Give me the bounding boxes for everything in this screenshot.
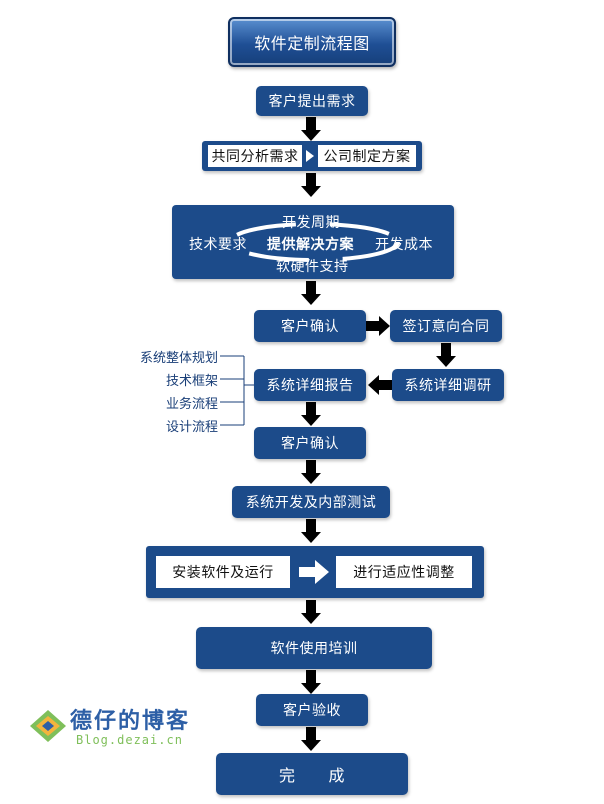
small-right-arrow-icon <box>306 150 314 162</box>
watermark-title: 德仔的博客 <box>70 709 191 734</box>
step-confirm-1: 客户确认 <box>254 310 366 342</box>
install-run-cell: 安装软件及运行 <box>156 556 290 588</box>
solution-left-label: 技术要求 <box>189 237 247 253</box>
step-sign-intent: 签订意向合同 <box>390 310 502 342</box>
step-training: 软件使用培训 <box>196 627 432 669</box>
step-confirm-2: 客户确认 <box>254 427 366 459</box>
step-customer-request-label: 客户提出需求 <box>268 94 356 110</box>
step-detailed-research-label: 系统详细调研 <box>404 378 492 394</box>
company-plan-label: 公司制定方案 <box>323 149 411 165</box>
arrow-down-1 <box>301 117 321 141</box>
step-analysis-plan: 共同分析需求 公司制定方案 <box>202 141 422 171</box>
blog-logo-icon <box>30 710 66 742</box>
joint-analysis-cell: 共同分析需求 <box>208 145 302 167</box>
step-customer-request: 客户提出需求 <box>256 86 368 116</box>
report-item-4: 设计流程 <box>165 420 218 435</box>
step-confirm-2-label: 客户确认 <box>281 436 339 452</box>
solution-top-label: 开发周期 <box>282 215 340 231</box>
arrow-down-3 <box>301 281 321 305</box>
step-done-label: 完 成 <box>278 766 345 785</box>
report-item-3: 业务流程 <box>165 397 218 412</box>
install-run-label: 安装软件及运行 <box>172 565 274 581</box>
flowchart-title-text: 软件定制流程图 <box>254 34 370 53</box>
solution-center-label: 提供解决方案 <box>267 237 354 253</box>
arrow-down-6 <box>301 460 321 484</box>
step-acceptance-label: 客户验收 <box>283 703 341 719</box>
arrow-down-7 <box>301 519 321 543</box>
arrow-down-2 <box>301 173 321 197</box>
arrow-down-10 <box>301 727 321 751</box>
report-items-bracket <box>220 355 254 426</box>
arrow-down-4 <box>436 343 456 367</box>
joint-analysis-label: 共同分析需求 <box>211 149 299 165</box>
step-develop-test: 系统开发及内部测试 <box>232 486 390 518</box>
step-detailed-report-label: 系统详细报告 <box>266 378 354 394</box>
arrow-down-9 <box>301 670 321 694</box>
step-sign-intent-label: 签订意向合同 <box>402 319 490 335</box>
report-item-1: 系统整体规划 <box>139 351 218 366</box>
solution-cycle-icon <box>228 222 400 262</box>
solution-right-label: 开发成本 <box>375 237 433 253</box>
arrow-left-1 <box>368 375 392 395</box>
step-detailed-research: 系统详细调研 <box>392 369 504 401</box>
arrow-right-1 <box>366 316 390 336</box>
flowchart-title: 软件定制流程图 <box>228 17 396 67</box>
arrow-down-5 <box>301 402 321 426</box>
step-develop-test-label: 系统开发及内部测试 <box>245 495 377 511</box>
report-item-2: 技术框架 <box>165 374 218 389</box>
arrow-down-8 <box>301 600 321 624</box>
step-confirm-1-label: 客户确认 <box>281 319 339 335</box>
step-solution: 开发周期 技术要求 提供解决方案 开发成本 软硬件支持 <box>172 205 454 279</box>
adapt-adjust-label: 进行适应性调整 <box>353 565 455 581</box>
company-plan-cell: 公司制定方案 <box>318 145 416 167</box>
step-done: 完 成 <box>216 753 408 795</box>
watermark-subtitle: Blog.dezai.cn <box>76 733 183 747</box>
step-install-adapt: 安装软件及运行 进行适应性调整 <box>146 546 484 598</box>
step-detailed-report: 系统详细报告 <box>254 369 366 401</box>
big-right-arrow-icon <box>299 560 329 584</box>
adapt-adjust-cell: 进行适应性调整 <box>336 556 472 588</box>
step-acceptance: 客户验收 <box>256 694 368 726</box>
solution-bottom-label: 软硬件支持 <box>276 259 349 275</box>
step-training-label: 软件使用培训 <box>270 641 358 657</box>
